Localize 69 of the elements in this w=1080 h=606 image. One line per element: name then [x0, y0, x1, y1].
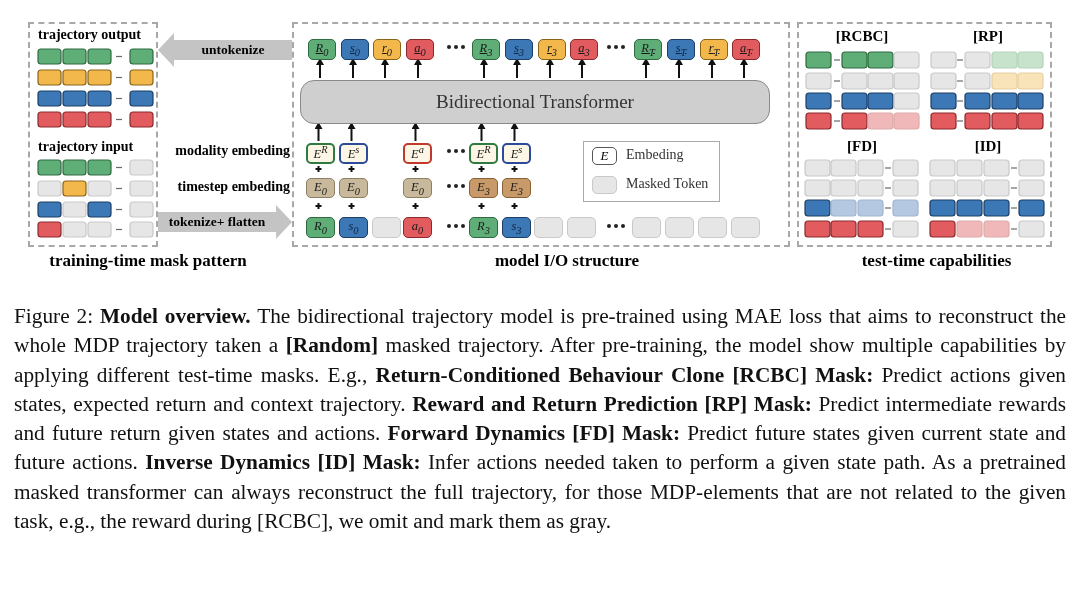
- grid-title: [FD]: [847, 138, 877, 155]
- grid-title: trajectory output: [38, 27, 142, 43]
- token-box: s$_{3}$: [505, 39, 533, 60]
- token-box: r$_{T}$: [700, 39, 728, 60]
- legend-symbol: E: [592, 147, 617, 165]
- token-box: R$_{3}$: [472, 39, 500, 60]
- token-box: r$_{0}$: [373, 39, 401, 60]
- transformer-block: Bidirectional Transformer: [300, 80, 770, 124]
- arrow: [675, 58, 683, 79]
- embedding-box: E$^{R}$: [469, 143, 498, 164]
- arrow: [316, 58, 324, 79]
- arrow: [513, 58, 521, 79]
- token-box: r$_{3}$: [538, 39, 566, 60]
- arrow: [546, 58, 554, 79]
- embedding-box: E$^{s}$: [502, 143, 531, 164]
- embedding-box: E$_{3}$: [469, 178, 498, 198]
- token-box: s$_{0}$: [339, 217, 368, 238]
- masked-token-box: [698, 217, 727, 238]
- figure-caption: Figure 2: Model overview. The bidirectional trajectory model is pre-trained using MAE loss that aims to reconstruct the whole MDP trajectory taken a [Random] masked trajectory. After pre-training, the model show multiple capabilities by applying different test-time masks. E.g., Return-Conditioned Behaviour Clone [RCBC] Mask: Predict actions given states, expected return and context trajectory. Reward and Return Prediction [RP] Mask: Predict intermediate rewards and future return given states and actions. Forward Dynamics [FD] Mask: Predict future states given current state and future actions. Inverse Dynamics [ID] Mask: Infer actions needed taken to perform a given state path. As a pretrained masked transformer can always reconstruct the full trajectory, for those MDP-elements that are not related to the given task, e.g., the reward during [RCBC], we omit and mark them as gray.: [14, 303, 1066, 536]
- embedding-box: E$_{3}$: [502, 178, 531, 198]
- token-box: R$_{0}$: [308, 39, 336, 60]
- arrow: [480, 58, 488, 79]
- arrow: [477, 122, 486, 142]
- token-box: R$_{T}$: [634, 39, 662, 60]
- embedding-box: E$^{R}$: [306, 143, 335, 164]
- arrow: [578, 58, 586, 79]
- row-label: timestep embeding: [177, 179, 290, 195]
- arrow: [411, 122, 420, 142]
- token-box: s$_{T}$: [667, 39, 695, 60]
- token-box: R$_{3}$: [469, 217, 498, 238]
- masked-token-box: [665, 217, 694, 238]
- embedding-box: E$^{s}$: [339, 143, 368, 164]
- masked-token-box: [567, 217, 596, 238]
- legend-label: Embeding: [626, 147, 684, 163]
- token-box: R$_{0}$: [306, 217, 335, 238]
- grid-title: trajectory input: [38, 139, 134, 155]
- block-arrow: [158, 205, 292, 239]
- block-arrow: [158, 33, 292, 67]
- embedding-box: E$_{0}$: [306, 178, 335, 198]
- embedding-box: E$^{a}$: [403, 143, 432, 164]
- token-box: s$_{3}$: [502, 217, 531, 238]
- token-box: a$_{3}$: [570, 39, 598, 60]
- panel-title: test-time capabilities: [861, 251, 1012, 271]
- arrow: [414, 58, 422, 79]
- grid-title: [ID]: [974, 138, 1002, 155]
- legend-label: Masked Token: [626, 176, 709, 192]
- arrow: [708, 58, 716, 79]
- panel-title: model I/O structure: [494, 251, 640, 271]
- grid-title: [RP]: [973, 28, 1003, 45]
- masked-token-box: [534, 217, 563, 238]
- arrow: [381, 58, 389, 79]
- arrow: [740, 58, 748, 79]
- arrow: [347, 122, 356, 142]
- arrow: [642, 58, 650, 79]
- token-box: a$_{T}$: [732, 39, 760, 60]
- embedding-box: E$_{0}$: [403, 178, 432, 198]
- embedding-box: E$_{0}$: [339, 178, 368, 198]
- token-box: a$_{0}$: [406, 39, 434, 60]
- masked-token-box: [632, 217, 661, 238]
- token-box: s$_{0}$: [341, 39, 369, 60]
- arrow: [510, 122, 519, 142]
- token-box: a$_{0}$: [403, 217, 432, 238]
- panel-title: training-time mask pattern: [49, 251, 247, 271]
- arrow: [349, 58, 357, 79]
- arrow: [314, 122, 323, 142]
- masked-token-box: [731, 217, 760, 238]
- row-label: modality embeding: [175, 143, 290, 159]
- masked-token-box: [372, 217, 401, 238]
- grid-title: [RCBC]: [835, 28, 889, 45]
